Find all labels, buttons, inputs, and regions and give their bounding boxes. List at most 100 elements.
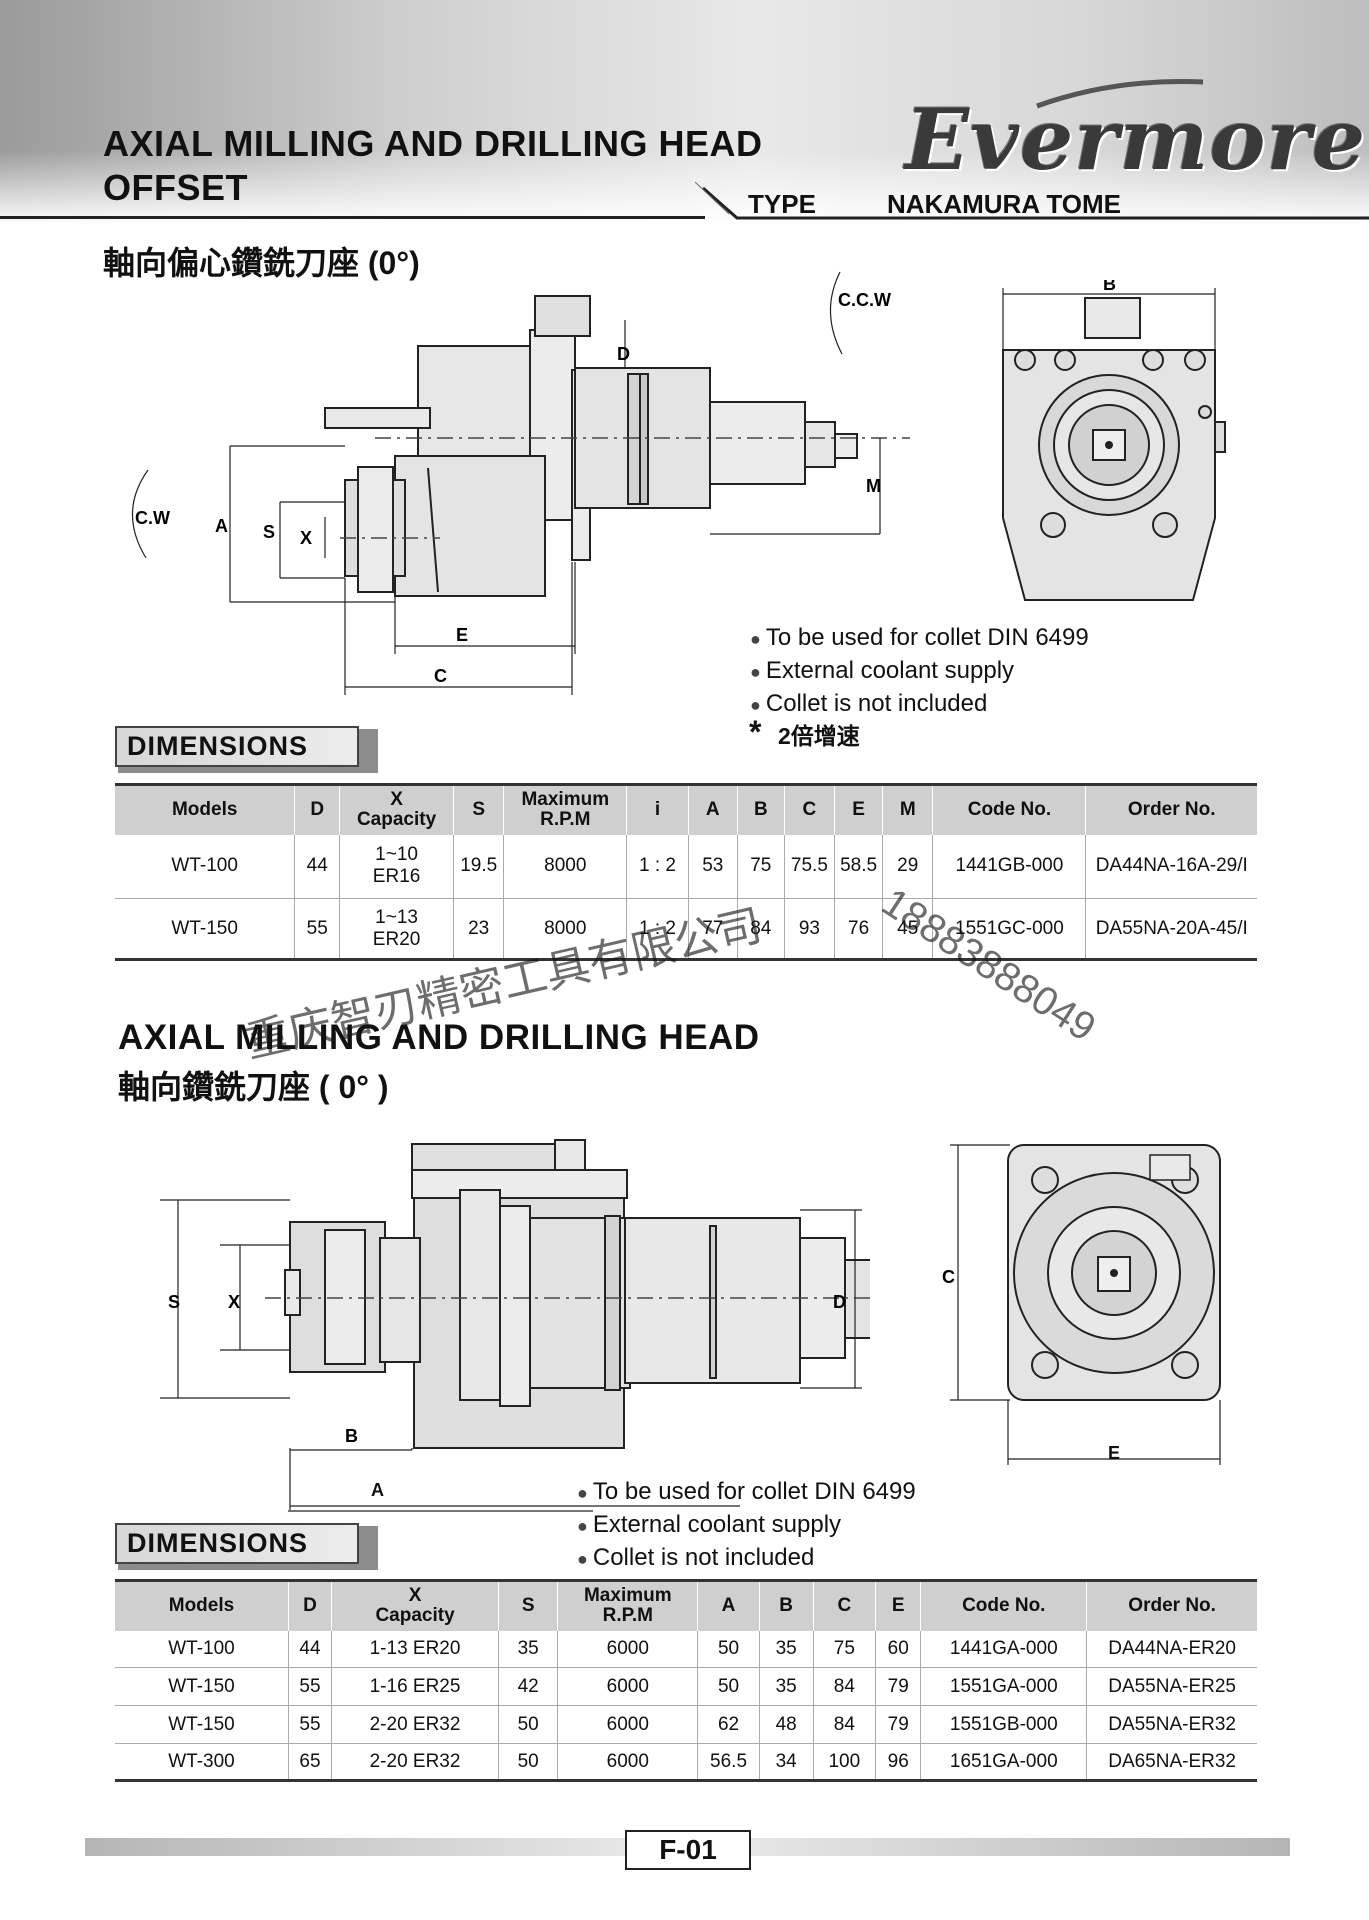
cell-i: 1 : 2 (626, 834, 689, 899)
th-c: C (783, 784, 835, 835)
table-row: WT-100 44 1-13 ER20 35 6000 50 35 75 60 … (115, 1630, 1257, 1668)
offset-head-side-drawing: C.W C.C.W A S X D M E C (131, 271, 910, 695)
section1-notes: To be used for collet DIN 6499 External … (750, 622, 1089, 721)
th-c: C (812, 1580, 876, 1631)
cell-b: 34 (758, 1743, 814, 1781)
th-b: B (736, 784, 785, 835)
dimensions-tag-1: DIMENSIONS (115, 726, 359, 767)
table-row: WT-300 65 2-20 ER32 50 6000 56.5 34 100 … (115, 1743, 1257, 1781)
label-b: B (1103, 280, 1116, 294)
header-rule-left (0, 216, 705, 219)
th-max-rpm: Maximum R.P.M (557, 1580, 698, 1631)
th-m: M (882, 784, 933, 835)
cell-order-no: DA44NA-ER20 (1086, 1630, 1257, 1668)
label-cw: C.W (135, 508, 170, 528)
header-rule-slant (695, 181, 1369, 220)
section1-subtitle: 軸向偏心鑽銑刀座 (0°) (103, 245, 420, 281)
cell-e: 79 (875, 1705, 921, 1744)
table-row: WT-100 44 1~10 ER16 19.5 8000 1 : 2 53 7… (115, 834, 1257, 899)
th-models: Models (115, 784, 295, 835)
table1-header-row: Models D X Capacity S Maximum R.P.M i A … (115, 784, 1257, 835)
cell-code-no: 1551GA-000 (920, 1667, 1087, 1706)
cell-d: 55 (287, 1705, 332, 1744)
label-d: D (617, 344, 630, 364)
machine-name: NAKAMURA TOME (887, 189, 1121, 219)
th-e: E (875, 1580, 921, 1631)
cell-x-capacity: 1~13 ER20 (339, 898, 454, 960)
offset-head-front-drawing: B (1002, 280, 1226, 601)
th-code-no: Code No. (920, 1580, 1087, 1631)
cell-a: 77 (687, 898, 738, 960)
cell-order-no: DA65NA-ER32 (1086, 1743, 1257, 1781)
cell-model: WT-100 (115, 1630, 289, 1668)
cell-a: 50 (697, 1630, 760, 1668)
table2-header-row: Models D X Capacity S Maximum R.P.M A B … (115, 1580, 1257, 1631)
page-title-line2: OFFSET (103, 167, 248, 208)
cell-d: 55 (294, 898, 340, 960)
cell-c: 75.5 (783, 834, 835, 899)
star-mark: * (749, 714, 762, 750)
th-s: S (498, 1580, 558, 1631)
cell-model: WT-100 (115, 834, 295, 899)
s2-label-s: S (168, 1292, 180, 1312)
note-coolant: External coolant supply (750, 655, 1089, 688)
header-band (0, 0, 1369, 225)
cell-x-capacity: 2-20 ER32 (331, 1743, 499, 1781)
th-e: E (834, 784, 883, 835)
cell-m: 45 (882, 898, 933, 960)
page-number: F-01 (625, 1830, 751, 1870)
cell-model: WT-150 (115, 898, 295, 960)
note-collet-din: To be used for collet DIN 6499 (577, 1476, 916, 1509)
s2-dim-line-a (288, 1510, 593, 1512)
section2-notes: To be used for collet DIN 6499 External … (577, 1476, 916, 1575)
cell-d: 65 (287, 1743, 332, 1781)
cell-b: 75 (736, 834, 785, 899)
cell-c: 75 (812, 1630, 876, 1668)
dimensions-tag-2: DIMENSIONS (115, 1523, 359, 1564)
s2-label-d: D (833, 1292, 846, 1312)
th-d: D (287, 1580, 332, 1631)
th-b: B (758, 1580, 814, 1631)
cell-order-no: DA55NA-ER25 (1086, 1667, 1257, 1706)
dimensions-table-2: Models D X Capacity S Maximum R.P.M A B … (115, 1579, 1257, 1782)
table-row: WT-150 55 2-20 ER32 50 6000 62 48 84 79 … (115, 1705, 1257, 1744)
th-d: D (294, 784, 340, 835)
brand-logo: Evermore (905, 90, 1367, 189)
star-note: 2倍增速 (778, 723, 860, 749)
th-i: i (626, 784, 689, 835)
cell-max-rpm: 6000 (557, 1630, 698, 1668)
cell-b: 35 (758, 1667, 814, 1706)
cell-code-no: 1441GB-000 (932, 834, 1086, 899)
cell-model: WT-150 (115, 1667, 289, 1706)
cell-max-rpm: 6000 (557, 1743, 698, 1781)
cell-code-no: 1551GC-000 (932, 898, 1086, 960)
cell-order-no: DA44NA-16A-29/I (1085, 834, 1257, 899)
th-max-rpm: Maximum R.P.M (503, 784, 627, 835)
cell-a: 62 (697, 1705, 760, 1744)
cell-s: 50 (498, 1743, 558, 1781)
cell-code-no: 1441GA-000 (920, 1630, 1087, 1668)
cell-e: 79 (875, 1667, 921, 1706)
label-m: M (866, 476, 881, 496)
th-order-no: Order No. (1086, 1580, 1257, 1631)
cell-x-capacity: 1~10 ER16 (339, 834, 454, 899)
straight-head-front-drawing: C (942, 1144, 1221, 1465)
cell-code-no: 1551GB-000 (920, 1705, 1087, 1744)
cell-a: 53 (687, 834, 738, 899)
section2-title: AXIAL MILLING AND DRILLING HEAD (118, 1018, 760, 1057)
th-x-capacity: X Capacity (331, 1580, 499, 1631)
cell-max-rpm: 8000 (503, 834, 627, 899)
cell-c: 100 (812, 1743, 876, 1781)
cell-x-capacity: 1-16 ER25 (331, 1667, 499, 1706)
cell-m: 29 (882, 834, 933, 899)
cell-s: 19.5 (453, 834, 504, 899)
th-code-no: Code No. (932, 784, 1086, 835)
cell-s: 42 (498, 1667, 558, 1706)
cell-e: 58.5 (834, 834, 883, 899)
cell-e: 96 (875, 1743, 921, 1781)
th-a: A (687, 784, 738, 835)
table-row: WT-150 55 1-16 ER25 42 6000 50 35 84 79 … (115, 1667, 1257, 1706)
cell-d: 44 (287, 1630, 332, 1668)
cell-c: 84 (812, 1667, 876, 1706)
straight-head-side-drawing: S X D B (160, 1139, 870, 1510)
